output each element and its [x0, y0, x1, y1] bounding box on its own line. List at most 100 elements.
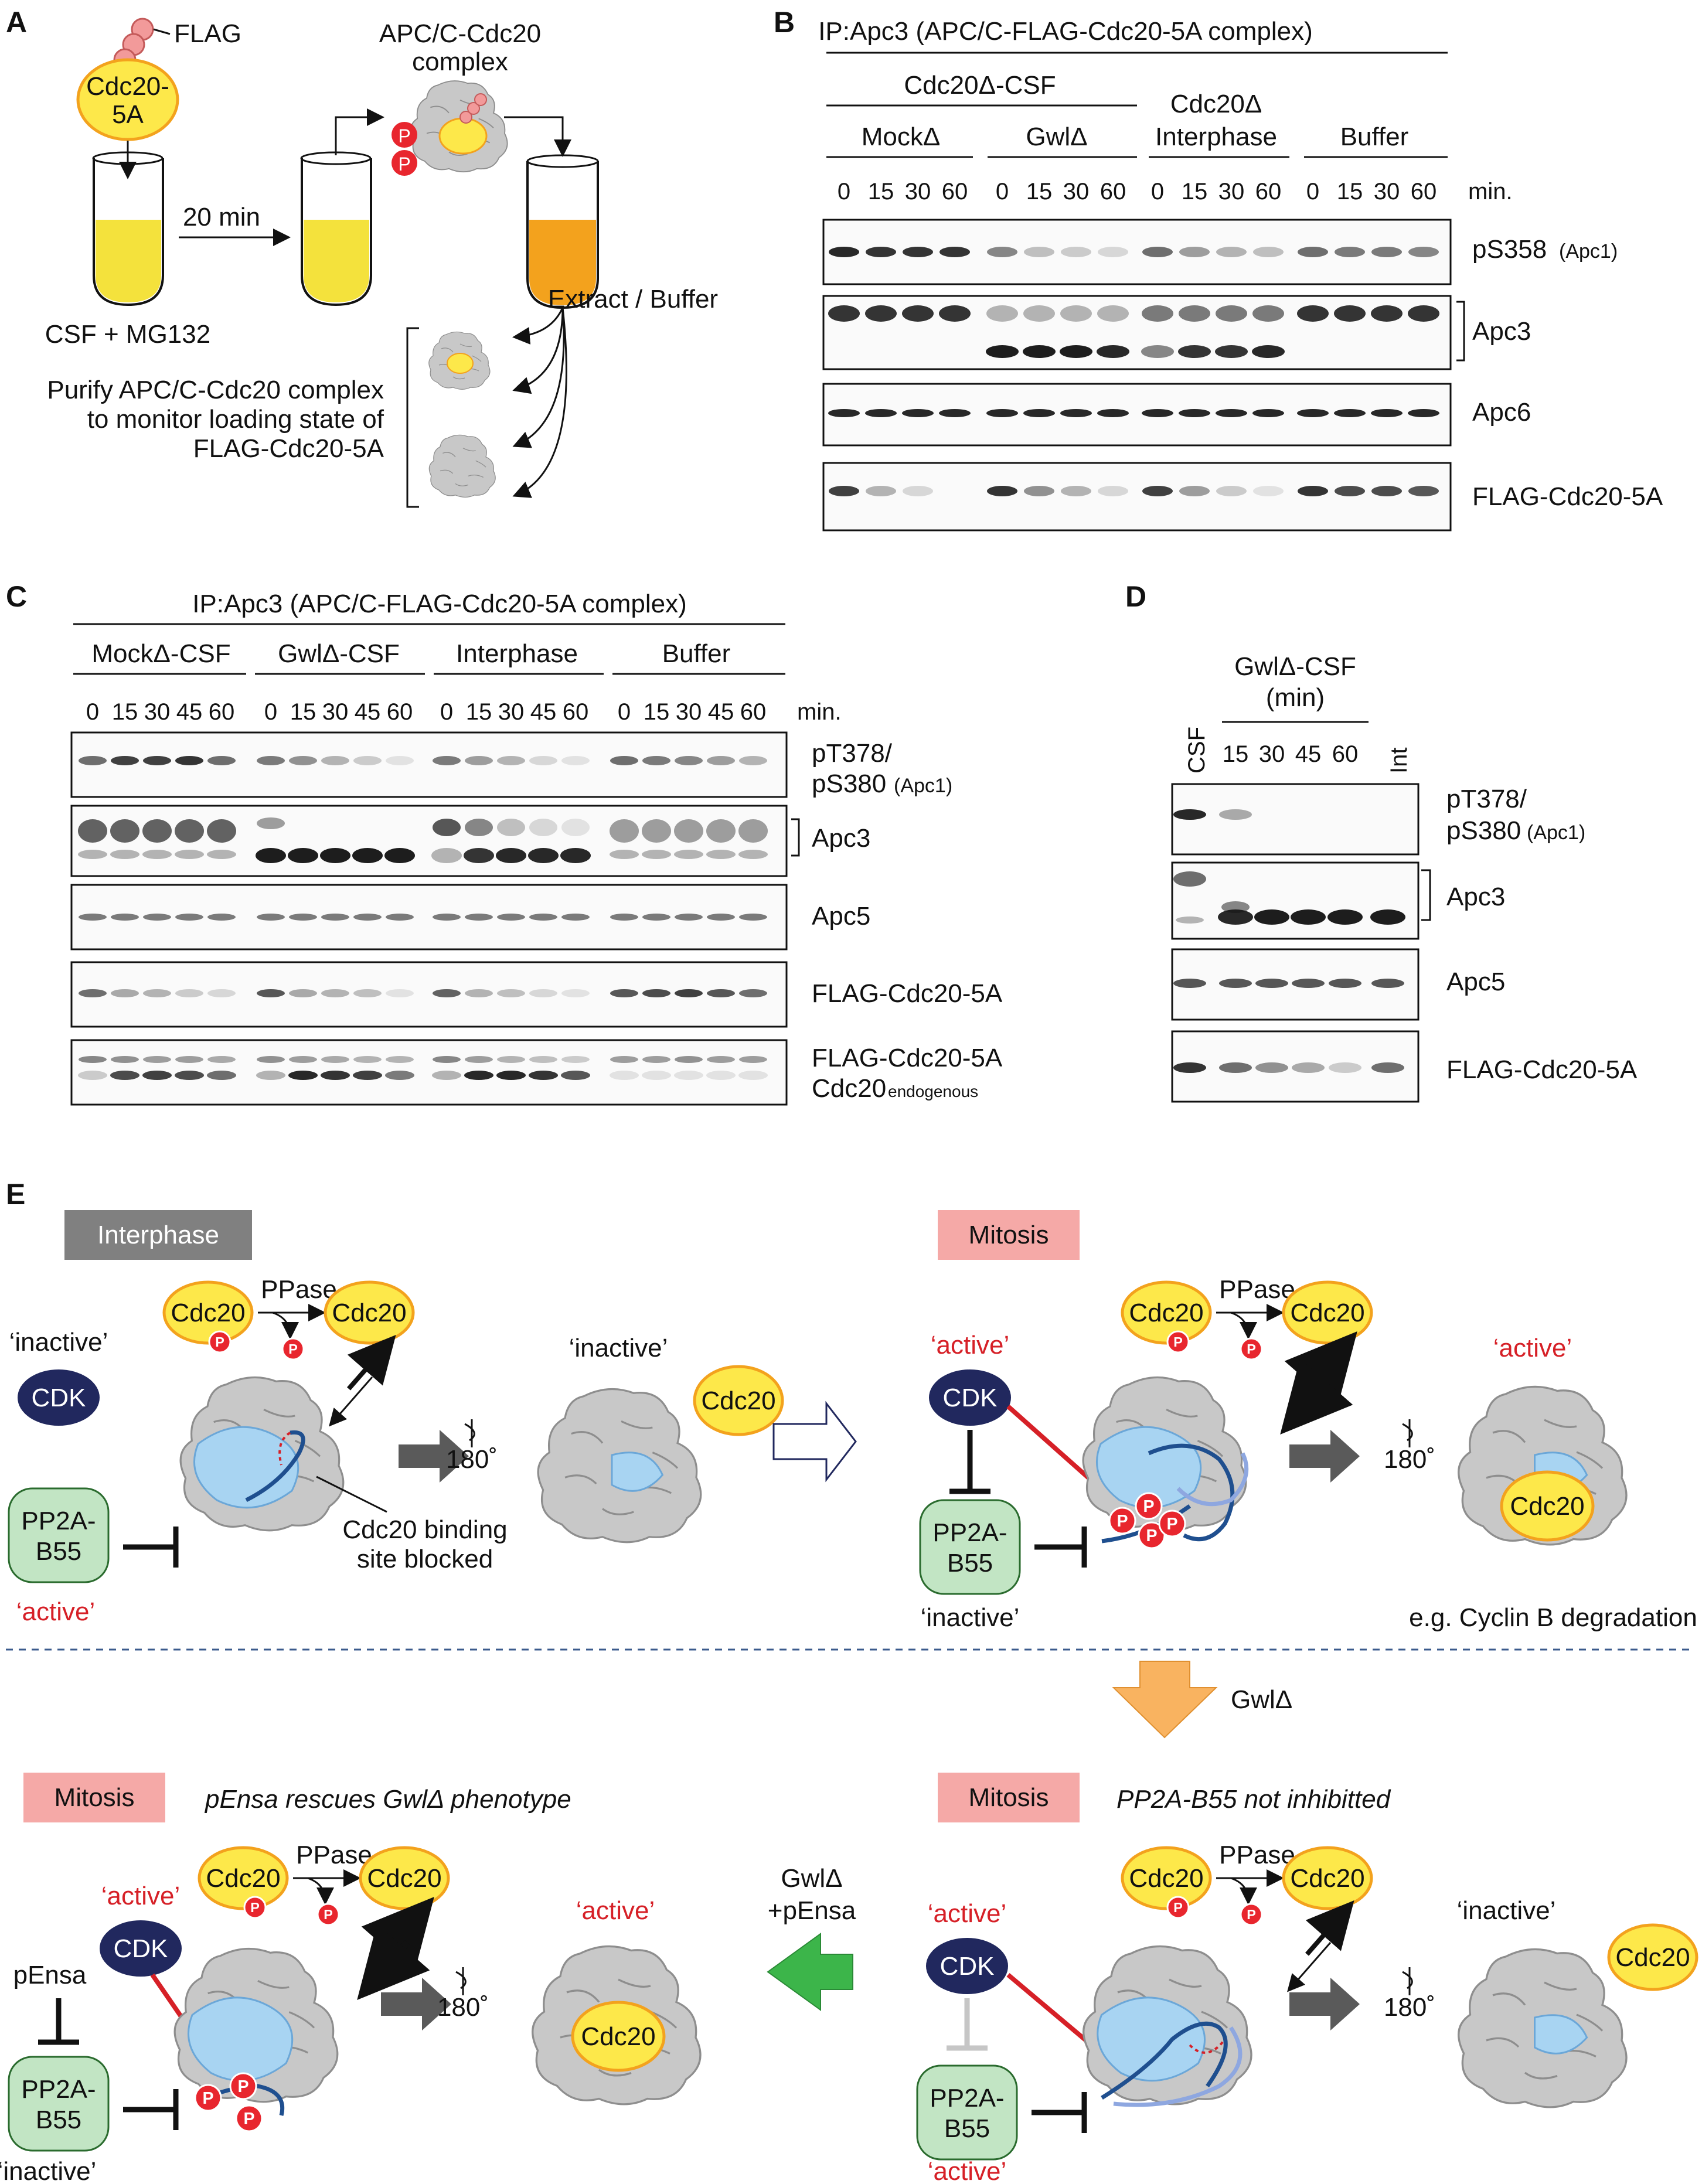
blot-band — [561, 989, 590, 997]
blot-band — [1176, 916, 1204, 924]
c-time-tick: 0 — [440, 699, 453, 725]
purify-line3: FLAG-Cdc20-5A — [193, 434, 384, 463]
phospho-p-label: P — [324, 1907, 333, 1922]
blot-band — [207, 1056, 236, 1063]
blot-band — [939, 305, 971, 322]
panel-b-label: B — [774, 6, 795, 39]
blot-band — [465, 819, 493, 836]
blot-band — [79, 989, 107, 997]
blot-band — [987, 486, 1017, 496]
pp2a-box — [916, 2064, 1018, 2161]
blot-band — [464, 1071, 493, 1080]
cdc20-ellipse — [1607, 1923, 1698, 1991]
blot-band — [353, 1071, 382, 1080]
blot-band — [1061, 247, 1091, 257]
blot-band — [1173, 809, 1206, 820]
apc-binding-region — [611, 1452, 664, 1492]
cdk-state: ‘active’ — [931, 1331, 1010, 1360]
phospho-p — [1158, 1510, 1186, 1538]
cdc20-label: Cdc20 — [1615, 1943, 1690, 1972]
c-label-apc5: Apc5 — [812, 902, 870, 931]
blot-band — [987, 247, 1017, 257]
blot-band — [674, 1071, 703, 1080]
blot-band — [1060, 305, 1092, 322]
blot-band — [642, 914, 670, 921]
quad-interphase: InterphaseCdc20PPPasePCdc20‘inactive’CDK… — [8, 1210, 784, 1626]
apc-state: ‘active’ — [1493, 1334, 1572, 1362]
svg-text:P: P — [398, 125, 410, 146]
rotate-icon — [1402, 1967, 1413, 1995]
blot-band — [1329, 1062, 1361, 1073]
blot-band — [1408, 247, 1439, 257]
pensa-label: pEnsa — [13, 1961, 87, 1989]
release-arrow — [357, 1924, 430, 2001]
blot-band — [561, 914, 590, 921]
d-int: Int — [1386, 748, 1412, 774]
blot-band — [1215, 345, 1248, 358]
blot-band — [321, 756, 349, 765]
blot-band — [142, 1071, 172, 1080]
blot-band — [1408, 486, 1439, 496]
cdc20-loop-light — [1113, 2026, 1243, 2107]
cdc20-label: Cdc20 — [367, 1864, 441, 1893]
b-label-apc1: (Apc1) — [1559, 240, 1618, 263]
phospho-p — [281, 1337, 305, 1361]
pp2a-label: B55 — [944, 2114, 990, 2143]
blot-band — [1023, 409, 1055, 417]
b-label-apc6: Apc6 — [1472, 398, 1531, 427]
blot-band — [143, 756, 171, 765]
blot-band — [1060, 345, 1092, 358]
blot-band — [1179, 486, 1210, 496]
b-time-tick: 30 — [905, 179, 931, 205]
blot-band — [497, 819, 525, 836]
blot-band — [1371, 305, 1403, 322]
phospho-p — [1108, 1507, 1136, 1535]
blot-band — [738, 819, 768, 843]
gwl-pensa-line1: GwlΔ — [781, 1864, 842, 1893]
d-label-ps380: pS380 — [1446, 816, 1521, 845]
blot-band — [642, 850, 671, 859]
pp2a-label: B55 — [36, 1537, 81, 1566]
blot-band — [1097, 305, 1129, 322]
blot-band — [1334, 409, 1366, 417]
cdc20-label: Cdc20 — [581, 2022, 655, 2051]
blot-band — [739, 756, 767, 765]
purify-line2: to monitor loading state of — [87, 405, 384, 434]
blot-band — [738, 850, 768, 859]
cdc20-ellipse — [1121, 1846, 1212, 1910]
blot-band — [1371, 979, 1404, 988]
blot-band — [78, 850, 107, 859]
phospho-p — [1166, 1330, 1190, 1354]
blot-band — [433, 1056, 461, 1063]
blot-band — [497, 914, 525, 921]
blot-band — [143, 989, 171, 997]
blot-band — [610, 1056, 638, 1063]
blot-band — [1142, 247, 1173, 257]
blot-band — [465, 989, 493, 997]
blot-membrane — [70, 805, 788, 877]
blot-band — [385, 1071, 414, 1080]
blot-band — [1219, 809, 1252, 820]
blot-band — [142, 850, 172, 859]
b-time-tick: 15 — [868, 179, 894, 205]
blot-band — [433, 819, 461, 836]
cdc20-label: Cdc20 — [332, 1299, 406, 1327]
c-time-tick: 60 — [209, 699, 235, 725]
c-label-apc3: Apc3 — [812, 824, 870, 853]
apc-binding-region — [193, 1426, 299, 1509]
blot-band — [939, 409, 971, 417]
blot-band — [207, 756, 236, 765]
blot-band — [706, 850, 736, 859]
panel-e-label: E — [6, 1178, 25, 1211]
cdc20-loop — [204, 2084, 285, 2116]
phospho-p-label: P — [1143, 1497, 1154, 1516]
d-csf: CSF — [1184, 727, 1210, 774]
phospho-p-label: P — [1166, 1515, 1177, 1534]
blot-band — [207, 1071, 236, 1080]
blot-band — [865, 409, 897, 417]
panel-c: C IP:Apc3 (APC/C-FLAG-Cdc20-5A complex) … — [6, 580, 1003, 1106]
blot-band — [288, 848, 318, 863]
phospho-p-label: P — [250, 1900, 260, 1915]
blot-band — [675, 1056, 703, 1063]
panel-e: E InterphaseCdc20PPPasePCdc20‘inactive’C… — [0, 1178, 1698, 2184]
